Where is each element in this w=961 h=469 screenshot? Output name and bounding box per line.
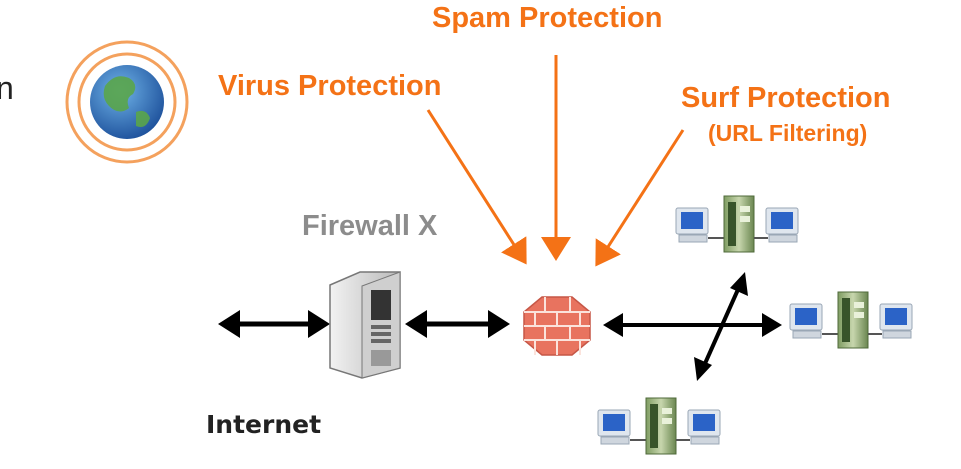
- clipped-text-fragment: n: [0, 70, 14, 106]
- server-icon: [329, 271, 401, 379]
- url-filtering-label: (URL Filtering): [708, 120, 868, 146]
- server-to-firewall-arrow: [405, 310, 510, 338]
- virus-protection-label: Virus Protection: [218, 70, 442, 102]
- globe-icon: [65, 40, 189, 164]
- internet-to-server-arrow: [218, 310, 330, 338]
- spam-protection-label: Spam Protection: [432, 2, 663, 34]
- internet-label: Internet: [206, 410, 322, 439]
- virus-arrow: [426, 109, 527, 265]
- workstation-cluster-icon: [675, 195, 799, 253]
- surf-arrow: [595, 129, 685, 267]
- firewall-to-lan-arrow: [603, 313, 782, 337]
- lan-cross-arrow: [694, 272, 748, 381]
- brick-firewall-icon: [523, 296, 591, 356]
- surf-protection-label: Surf Protection: [681, 82, 891, 114]
- workstation-cluster-icon: [597, 397, 721, 455]
- firewall-label: Firewall X: [302, 210, 438, 242]
- workstation-cluster-icon: [789, 291, 913, 349]
